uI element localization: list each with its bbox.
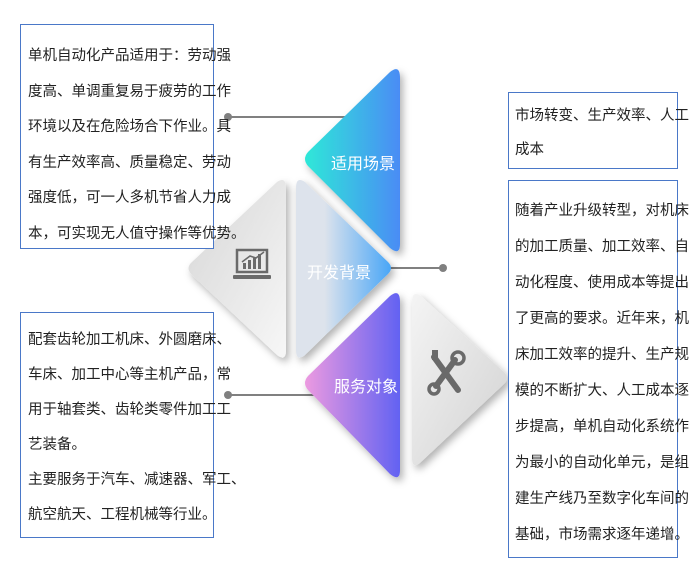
service-triangle [305,293,400,478]
text-line: 模的不断扩大、人工成本逐 [515,383,689,399]
label-background: 开发背景 [307,263,372,282]
text-line: 成本 [515,142,544,158]
text-line: 床加工效率的提升、生产规 [515,347,689,363]
connector-service [224,391,322,399]
text-line: 用于轴套类、齿轮类零件加工工 [28,402,231,418]
background-triangle [296,180,391,358]
text-line: 航空航天、工程机械等行业。 [28,507,217,523]
applicable-triangle [305,69,400,252]
laptop-chart-icon [233,248,271,279]
label-applicable: 适用场景 [331,154,396,173]
text-line: 市场转变、生产效率、人工 [515,108,689,124]
label-service: 服务对象 [334,377,399,396]
connector-applicable [224,113,345,121]
text-line: 车床、加工中心等主机产品，常 [28,367,231,383]
text-line: 为最小的自动化单元，是组 [515,455,689,471]
text-line: 本，可实现无人值守操作等优势。 [28,225,246,242]
text-line: 了更高的要求。近年来，机 [515,311,689,327]
text-line: 有生产效率高、质量稳定、劳动 [28,154,231,171]
connector-background [390,264,447,272]
applicable-description-box: 单机自动化产品适用于：劳动强 度高、单调重复易于疲劳的工作 环境以及在危险场合下… [20,24,246,249]
text-line: 基础，市场需求逐年递增。 [515,527,689,543]
text-line: 强度低，可一人多机节省人力成 [28,190,231,206]
text-line: 度高、单调重复易于疲劳的工作 [28,83,231,100]
text-line: 单机自动化产品适用于：劳动强 [28,48,231,64]
text-line: 的加工质量、加工效率、自 [515,239,689,255]
text-line: 动化程度、使用成本等提出 [515,275,689,291]
text-line: 步提高，单机自动化系统作 [515,419,689,435]
text-line: 配套齿轮加工机床、外圆磨床、 [28,332,231,348]
tools-triangle [412,294,507,466]
tools-icon [427,350,466,396]
text-line: 随着产业升级转型，对机床 [515,203,689,219]
text-line: 主要服务于汽车、减速器、军工、 [28,472,246,488]
background-summary-box: 市场转变、生产效率、人工 成本 [508,92,689,169]
text-line: 艺装备。 [28,437,86,453]
text-line: 环境以及在危险场合下作业。具 [28,119,231,135]
service-description-box: 配套齿轮加工机床、外圆磨床、 车床、加工中心等主机产品，常 用于轴套类、齿轮类零… [20,312,246,538]
text-line: 建生产线乃至数字化车间的 [515,491,689,507]
background-detail-box: 随着产业升级转型，对机床 的加工质量、加工效率、自 动化程度、使用成本等提出 了… [508,180,689,558]
